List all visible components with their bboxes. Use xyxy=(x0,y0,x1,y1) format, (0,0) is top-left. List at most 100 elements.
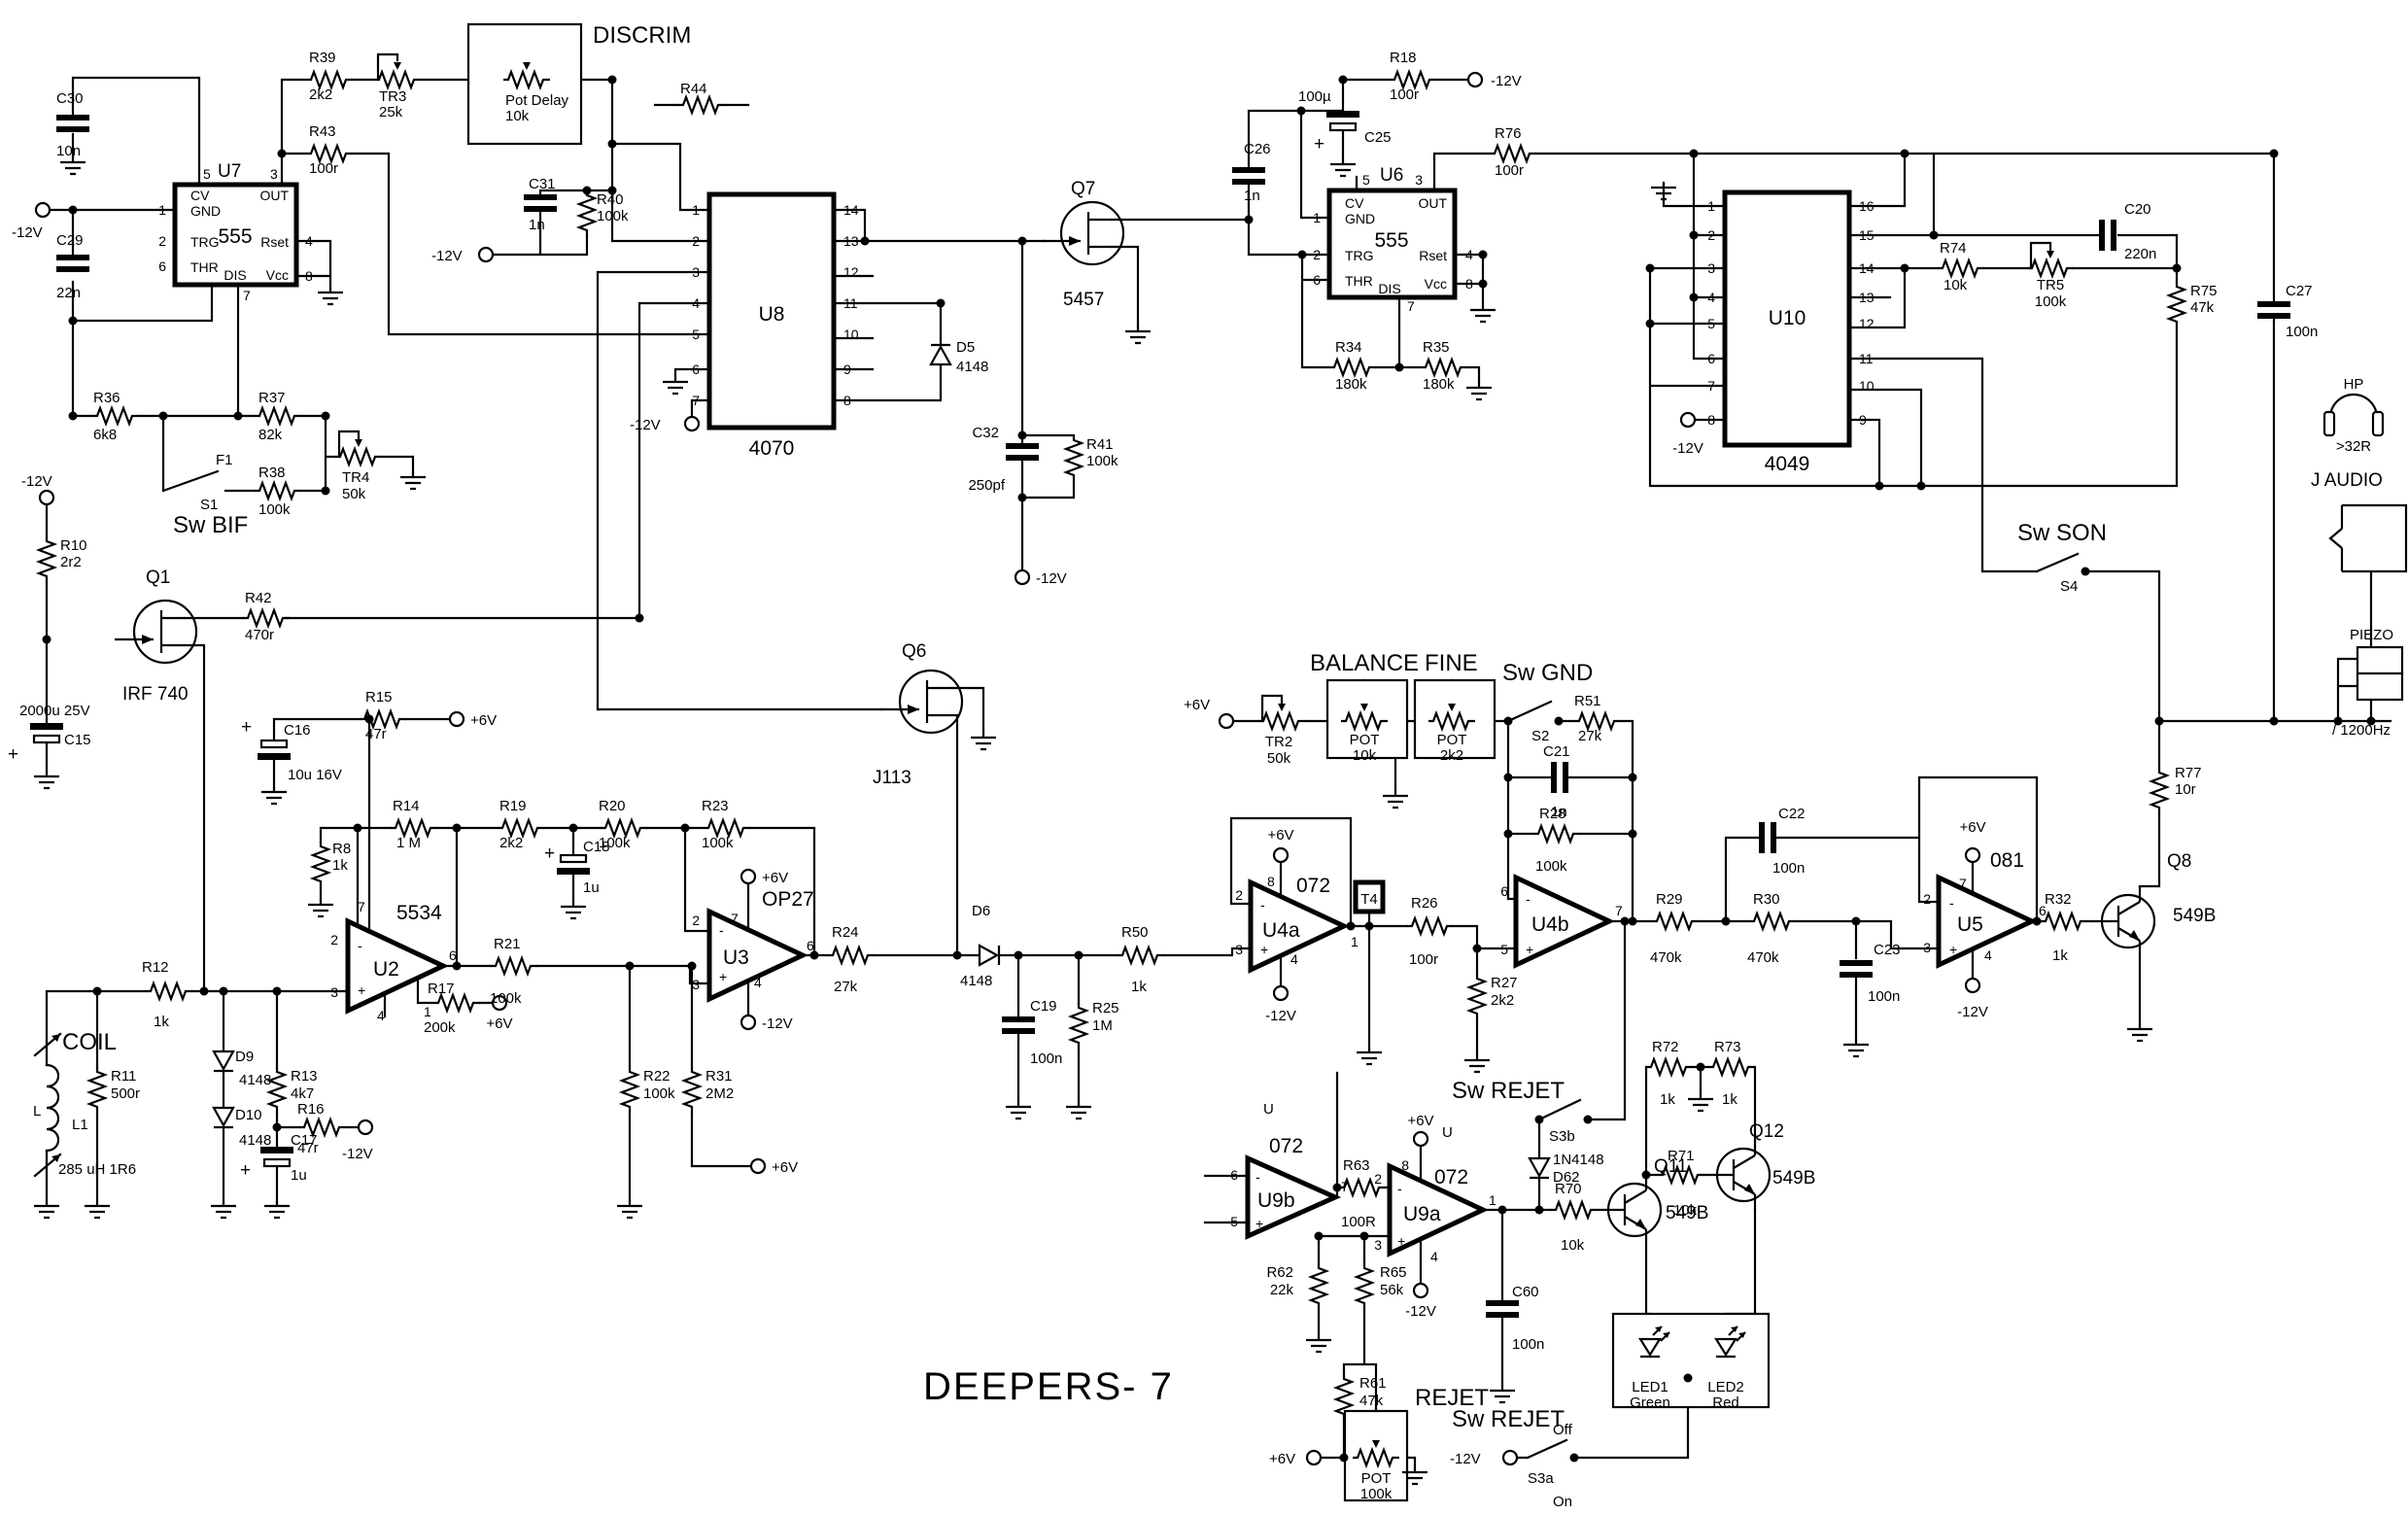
label-u9a-pin1: 1 xyxy=(1489,1192,1496,1208)
label-u10-p2: 2 xyxy=(1707,227,1715,243)
piezo-icon xyxy=(2356,645,2404,702)
label-led1-ref: LED1 xyxy=(1632,1379,1668,1395)
label-u7-pin4: 4 xyxy=(305,233,313,249)
label-r29-ref: R29 xyxy=(1656,891,1683,908)
label-swbif: Sw BIF xyxy=(173,512,248,538)
label-balance: BALANCE xyxy=(1310,650,1419,676)
label-d9-val: 4148 xyxy=(239,1072,271,1088)
label-u6-pin6: 6 xyxy=(1313,272,1321,288)
label-r77-val: 10r xyxy=(2175,781,2196,798)
label-r70-val: 10k xyxy=(1561,1237,1585,1254)
label-c15-ref: C15 xyxy=(64,732,91,748)
label-u9a-pin8: 8 xyxy=(1401,1157,1409,1173)
label-pos6v-e: +6V xyxy=(1184,697,1210,713)
c16-symbol xyxy=(256,739,292,762)
label-r73-ref: R73 xyxy=(1714,1039,1741,1055)
label-u4b-pin5: 5 xyxy=(1500,942,1508,957)
label-d6-val: 4148 xyxy=(960,973,992,989)
r73-symbol xyxy=(1706,1057,1757,1077)
label-s4: S4 xyxy=(2060,578,2078,595)
label-neg12v-i: -12V xyxy=(342,1146,373,1162)
label-c29-val: 22n xyxy=(56,285,81,301)
r36-symbol xyxy=(90,406,141,426)
label-rejet: REJET xyxy=(1415,1385,1489,1411)
label-u9a-pin3: 3 xyxy=(1374,1237,1382,1253)
label-u9a-pin2: 2 xyxy=(1374,1171,1382,1187)
r28-symbol xyxy=(1531,824,1582,844)
label-u6-rset: Rset xyxy=(1419,248,1447,263)
fine-box xyxy=(1413,678,1496,760)
label-d62-ref: D62 xyxy=(1553,1169,1580,1186)
label-pot2k2-val: 2k2 xyxy=(1440,747,1463,764)
c60-symbol xyxy=(1486,1300,1519,1318)
r8-symbol xyxy=(313,842,328,888)
label-r14-val: 1 M xyxy=(396,835,421,851)
label-r77-ref: R77 xyxy=(2175,765,2202,781)
label-pos6v-f: +6V xyxy=(1267,827,1293,844)
label-c27-ref: C27 xyxy=(2286,283,2313,299)
label-u10-p4: 4 xyxy=(1707,290,1715,305)
label-u9b-pin5: 5 xyxy=(1230,1214,1238,1229)
label-c18-val: 1u xyxy=(583,879,600,896)
label-u7-thr: THR xyxy=(190,259,219,275)
label-u8-p14: 14 xyxy=(843,202,859,218)
label-r20-val: 100k xyxy=(599,835,631,851)
led-box xyxy=(1611,1312,1771,1409)
label-c17-ref: C17 xyxy=(291,1132,318,1149)
tr2-symbol xyxy=(1256,711,1307,731)
label-swson: Sw SON xyxy=(2017,520,2107,546)
r35-symbol xyxy=(1419,358,1469,377)
label-neg12v-k: -12V xyxy=(1957,1004,1988,1020)
label-r25-val: 1M xyxy=(1092,1017,1113,1034)
label-u7-part: 555 xyxy=(218,225,252,248)
label-c25-rating: 100µ xyxy=(1298,88,1331,105)
balance-box xyxy=(1325,678,1409,760)
label-hp: HP xyxy=(2344,376,2364,393)
label-u2-plus: + xyxy=(358,982,365,998)
label-u8-p2: 2 xyxy=(692,233,700,249)
label-r31-val: 2M2 xyxy=(705,1085,734,1102)
label-d5-ref: D5 xyxy=(956,339,975,356)
label-u8-p4: 4 xyxy=(692,295,700,311)
r76-symbol xyxy=(1488,144,1538,163)
label-u5-minus: - xyxy=(1949,895,1954,911)
r10-symbol xyxy=(39,536,54,583)
label-u7-dis: DIS xyxy=(224,267,246,283)
label-r16-val: 47r xyxy=(297,1140,319,1156)
label-q7-part: 5457 xyxy=(1063,290,1104,310)
label-r11-val: 500r xyxy=(111,1085,140,1102)
label-c30-ref: C30 xyxy=(56,90,84,107)
label-u4a-pin8: 8 xyxy=(1267,874,1275,889)
label-r39-ref: R39 xyxy=(309,50,336,66)
r26-symbol xyxy=(1405,916,1456,936)
label-u6-cv: CV xyxy=(1345,195,1364,211)
label-u5-pin7: 7 xyxy=(1959,876,1967,891)
r43-symbol xyxy=(304,144,355,163)
label-u6-ref: U6 xyxy=(1380,165,1403,186)
tr4-symbol xyxy=(333,447,384,466)
label-c15-plus: + xyxy=(8,744,18,765)
label-r43-val: 100r xyxy=(309,160,338,177)
label-r73-val: 1k xyxy=(1722,1091,1737,1108)
label-r30-val: 470k xyxy=(1747,949,1779,966)
label-u9a-pin4: 4 xyxy=(1430,1249,1438,1264)
label-r65-ref: R65 xyxy=(1380,1264,1407,1281)
label-u4a-pin2: 2 xyxy=(1235,887,1243,903)
label-r15-val: 47r xyxy=(365,726,387,742)
label-u6-pin5: 5 xyxy=(1362,172,1370,188)
label-c32-val: 250pf xyxy=(968,477,1005,494)
label-potdelay-ref: Pot Delay xyxy=(505,92,569,109)
label-u4a-pin4: 4 xyxy=(1290,951,1298,967)
label-led2-ref: LED2 xyxy=(1707,1379,1744,1395)
r41-symbol xyxy=(1066,435,1082,482)
label-pot10k-val: 10k xyxy=(1353,747,1377,764)
label-f1: F1 xyxy=(216,452,233,468)
wires-u8-q7 xyxy=(596,208,1251,711)
label-swgnd: Sw GND xyxy=(1502,660,1593,686)
label-r31-ref: R31 xyxy=(705,1068,733,1085)
opamp-u3 xyxy=(706,908,808,1003)
wires-u6-u10-audio xyxy=(1247,78,2392,888)
r13-symbol xyxy=(269,1067,285,1114)
label-u9b-ref: U9b xyxy=(1257,1189,1295,1212)
label-u2-pin6: 6 xyxy=(449,947,457,963)
